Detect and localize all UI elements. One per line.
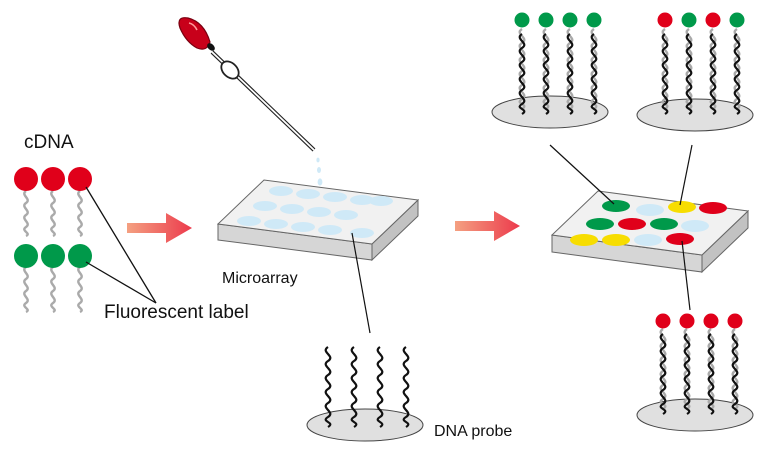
dna-probe-group — [306, 345, 424, 442]
green-label-dot — [41, 244, 65, 268]
fluorescent-label-callout-lines — [85, 186, 157, 304]
fluorescent-label-caption: Fluorescent label — [104, 302, 249, 323]
red-label-dot — [14, 167, 38, 191]
hybrid-probe-group-red — [636, 313, 754, 432]
microarray-label: Microarray — [222, 270, 298, 287]
green-label-dot — [14, 244, 38, 268]
spot-callout-lines — [549, 144, 693, 311]
hybrid-probe-group-mixed — [636, 12, 754, 132]
microarray-plate — [216, 179, 420, 334]
dna-probe-label: DNA probe — [434, 423, 513, 440]
pipette-dropper-icon — [178, 17, 323, 186]
red-label-dot — [68, 167, 92, 191]
hybridized-microarray-plate — [550, 190, 750, 274]
cdna-red-group — [14, 167, 92, 238]
green-label-dot — [68, 244, 92, 268]
process-arrow-icon — [455, 211, 520, 241]
red-label-dot — [41, 167, 65, 191]
cdna-label: cDNA — [24, 132, 74, 153]
hybrid-probe-group-green — [491, 12, 609, 129]
cdna-green-group — [14, 244, 92, 314]
process-arrow-icon — [127, 213, 192, 243]
